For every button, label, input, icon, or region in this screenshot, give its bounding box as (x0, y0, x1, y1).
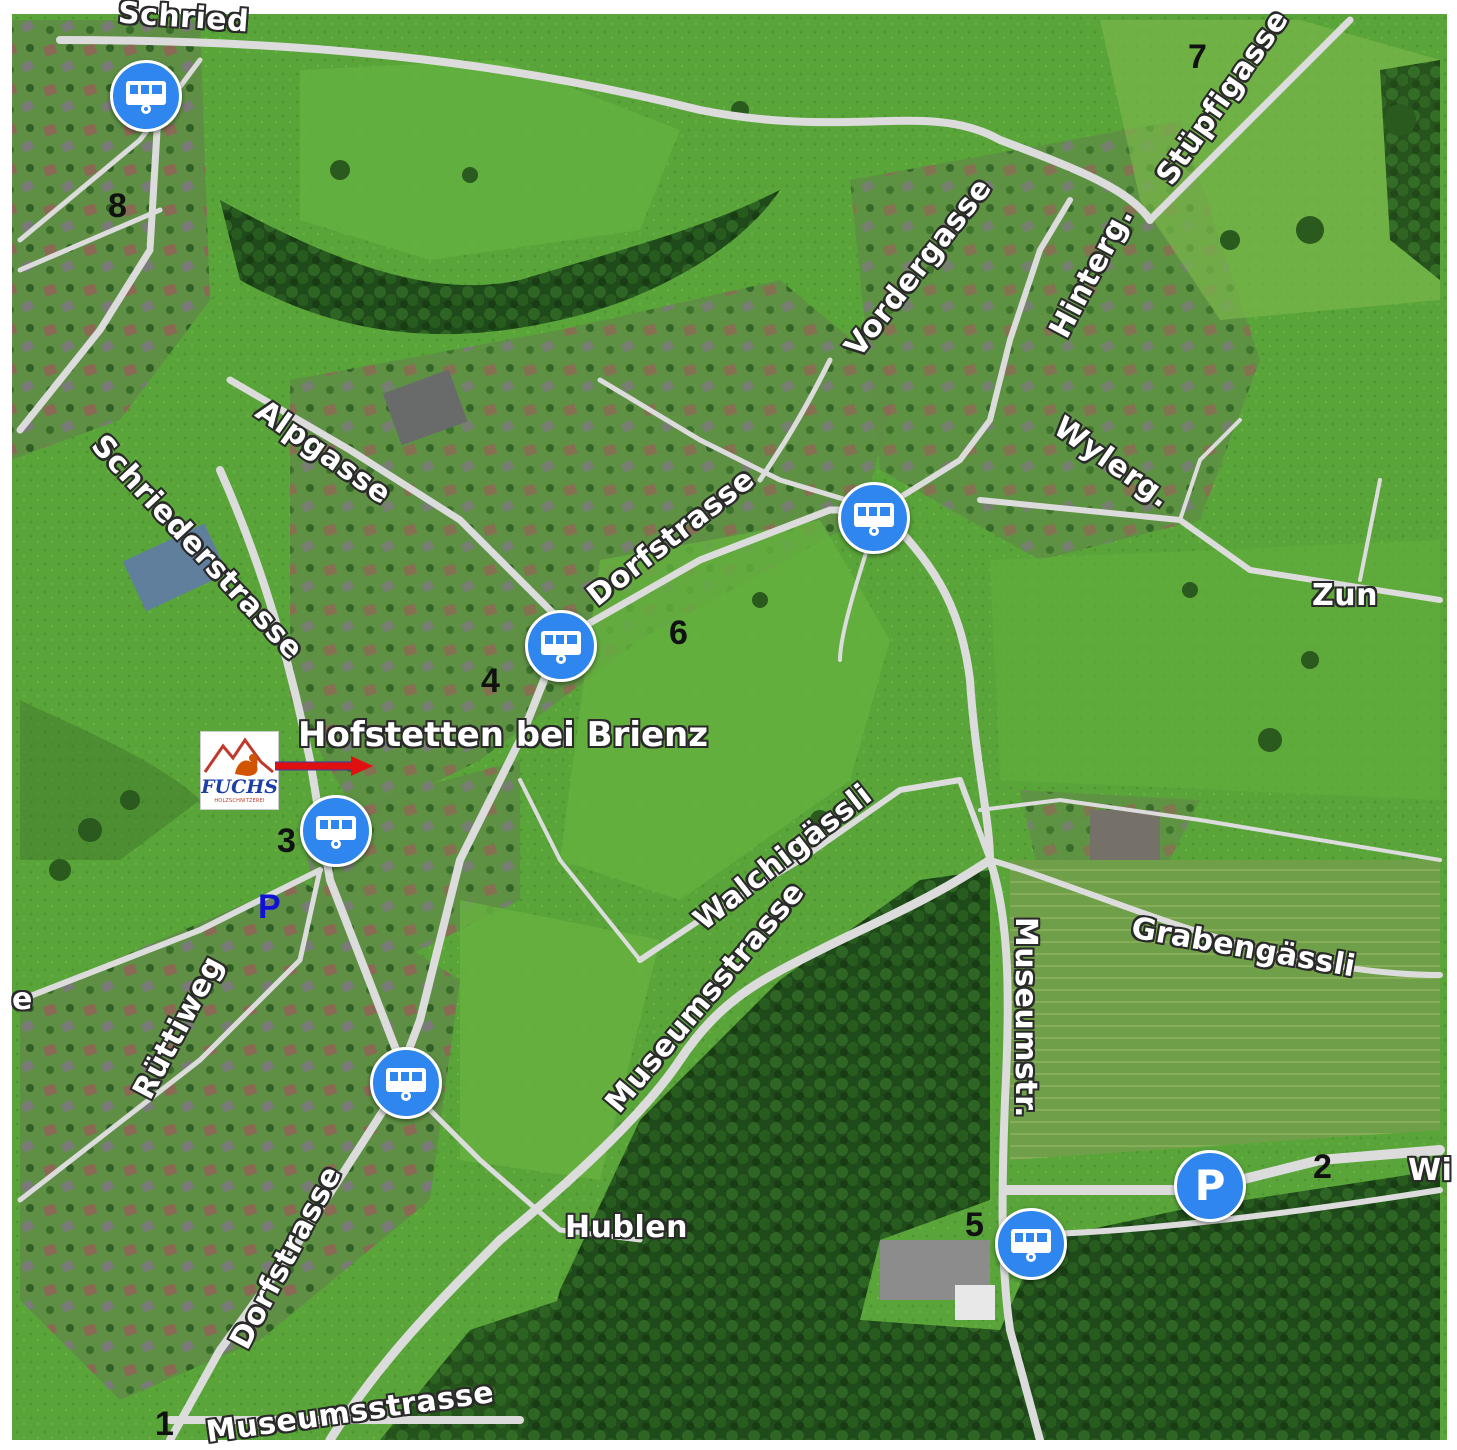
logo-brand-text: FUCHS (201, 776, 278, 798)
bus-stop-marker-4[interactable] (525, 610, 597, 682)
parking-label-small: P (258, 888, 281, 926)
bus-icon (854, 503, 894, 536)
bus-stop-marker-lower-dorf[interactable] (370, 1047, 442, 1119)
fuchs-logo[interactable]: FUCHS HOLZSCHNITZEREI (200, 731, 279, 810)
street-label-museumstr: Museumstr. (1008, 916, 1044, 1119)
marker-number-5: 5 (965, 1206, 984, 1244)
street-label-e-fragment: e (12, 982, 33, 1017)
street-label-zun: Zun (1312, 578, 1378, 613)
bus-icon (316, 816, 356, 849)
parking-marker[interactable]: P (1174, 1150, 1246, 1222)
bus-icon (386, 1068, 426, 1101)
marker-number-3: 3 (277, 822, 296, 860)
bus-stop-marker-3[interactable] (300, 795, 372, 867)
bus-icon (126, 81, 166, 114)
marker-number-4: 4 (481, 662, 500, 700)
marker-number-7: 7 (1188, 38, 1207, 76)
marker-number-6: 6 (669, 614, 688, 652)
marker-number-2: 2 (1313, 1148, 1332, 1186)
marker-number-8: 8 (108, 187, 127, 225)
place-name-label: Hofstetten bei Brienz (298, 715, 709, 755)
marker-number-1: 1 (155, 1405, 174, 1443)
location-arrow-icon (275, 756, 373, 776)
bus-stop-marker-schried[interactable] (110, 60, 182, 132)
street-label-wi-fragment: Wi (1408, 1153, 1453, 1188)
mountain-fox-icon (203, 737, 274, 776)
bus-stop-marker-dorfstrasse[interactable] (838, 482, 910, 554)
logo-subtitle-text: HOLZSCHNITZEREI (214, 798, 265, 804)
bus-icon (1011, 1229, 1051, 1262)
bus-stop-marker-5[interactable] (995, 1208, 1067, 1280)
bus-icon (541, 631, 581, 664)
street-label-hublen: Hublen (565, 1210, 688, 1245)
